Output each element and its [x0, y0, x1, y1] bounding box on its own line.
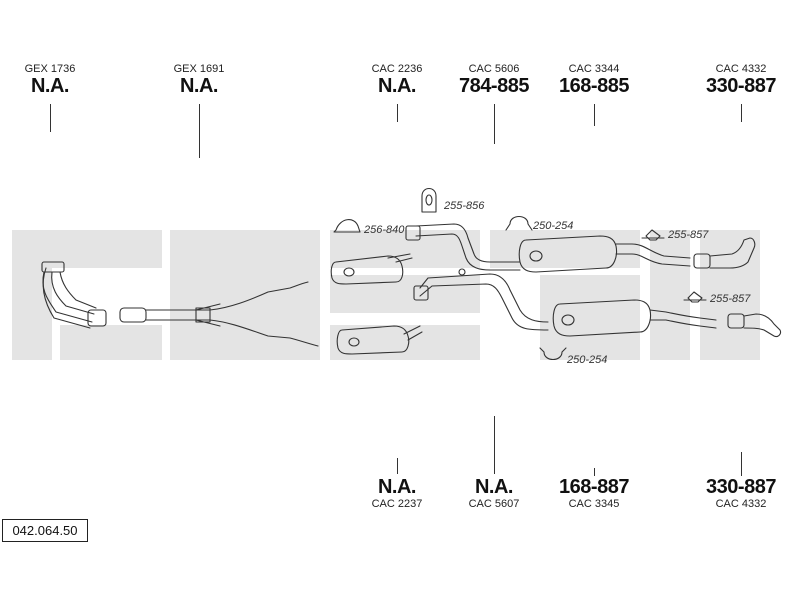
- leader-cac5606: [494, 104, 495, 144]
- part-number: N.A.: [474, 476, 513, 498]
- fitting-ref-250-254-lower: 250-254: [567, 354, 608, 366]
- clamp-250-254-lower: [539, 347, 567, 361]
- leader-cac4332-bottom: [741, 452, 742, 476]
- part-code: CAC 2237: [371, 498, 423, 510]
- part-code: GEX 1736: [24, 63, 76, 75]
- part-label-gex1691: GEX 1691 N.A.: [174, 63, 225, 97]
- bracket-255-857-upper: [641, 229, 665, 241]
- leader-gex1691: [199, 104, 200, 158]
- part-label-cac4332-bottom: 330-887 CAC 4332: [706, 476, 776, 510]
- watermark-logo: [12, 230, 760, 360]
- part-number: N.A.: [179, 75, 218, 97]
- part-code: CAC 5607: [468, 498, 520, 510]
- fitting-ref-255-856: 255-856: [444, 200, 485, 212]
- part-code: GEX 1691: [173, 63, 225, 75]
- part-number: N.A.: [30, 75, 69, 97]
- part-label-cac2237: N.A. CAC 2237: [372, 476, 423, 510]
- part-number: 168-885: [559, 75, 629, 97]
- tail-pipe-upper: [693, 237, 756, 269]
- rubber-mount-256-840: [333, 219, 361, 233]
- intermediate-pipe-lower: [413, 268, 549, 331]
- part-number: 330-887: [706, 476, 776, 498]
- front-pipe: [119, 281, 319, 347]
- bracket-255-857-lower: [683, 291, 707, 303]
- part-code: CAC 3345: [568, 498, 620, 510]
- part-label-cac3344: CAC 3344 168-885: [559, 63, 629, 97]
- leader-cac2237: [397, 458, 398, 474]
- fitting-ref-255-857-lower: 255-857: [710, 293, 751, 305]
- leader-cac5607: [494, 416, 495, 474]
- leader-cac3344: [594, 104, 595, 126]
- part-label-cac3345: 168-887 CAC 3345: [559, 476, 629, 510]
- part-code: CAC 4332: [715, 63, 767, 75]
- exhaust-manifold: [41, 261, 107, 329]
- leader-cac2236: [397, 104, 398, 122]
- part-label-cac2236: CAC 2236 N.A.: [372, 63, 423, 97]
- leader-cac4332-top: [741, 104, 742, 122]
- tail-pipe-lower: [727, 313, 782, 338]
- part-code: CAC 5606: [468, 63, 520, 75]
- front-silencer-lower: [336, 325, 423, 355]
- clamp-255-856: [421, 187, 437, 213]
- part-number: 784-885: [459, 75, 529, 97]
- intermediate-pipe-upper: [405, 223, 521, 271]
- part-label-cac5607: N.A. CAC 5607: [469, 476, 520, 510]
- part-number: 330-887: [706, 75, 776, 97]
- rear-silencer-lower: [552, 299, 717, 337]
- part-label-gex1736: GEX 1736 N.A.: [25, 63, 76, 97]
- part-code: CAC 4332: [715, 498, 767, 510]
- fitting-ref-250-254-upper: 250-254: [533, 220, 574, 232]
- rear-silencer-upper: [518, 235, 691, 273]
- leader-gex1736: [50, 104, 51, 132]
- fitting-ref-256-840: 256-840: [364, 224, 405, 236]
- part-label-cac4332-top: CAC 4332 330-887: [706, 63, 776, 97]
- document-number: 042.064.50: [2, 519, 88, 542]
- part-code: CAC 3344: [568, 63, 620, 75]
- part-number: 168-887: [559, 476, 629, 498]
- part-label-cac5606: CAC 5606 784-885: [459, 63, 529, 97]
- part-number: N.A.: [377, 476, 416, 498]
- leader-cac3345: [594, 468, 595, 476]
- front-silencer-upper: [330, 253, 413, 285]
- part-code: CAC 2236: [371, 63, 423, 75]
- part-number: N.A.: [377, 75, 416, 97]
- fitting-ref-255-857-upper: 255-857: [668, 229, 709, 241]
- clamp-250-254-upper: [505, 215, 533, 231]
